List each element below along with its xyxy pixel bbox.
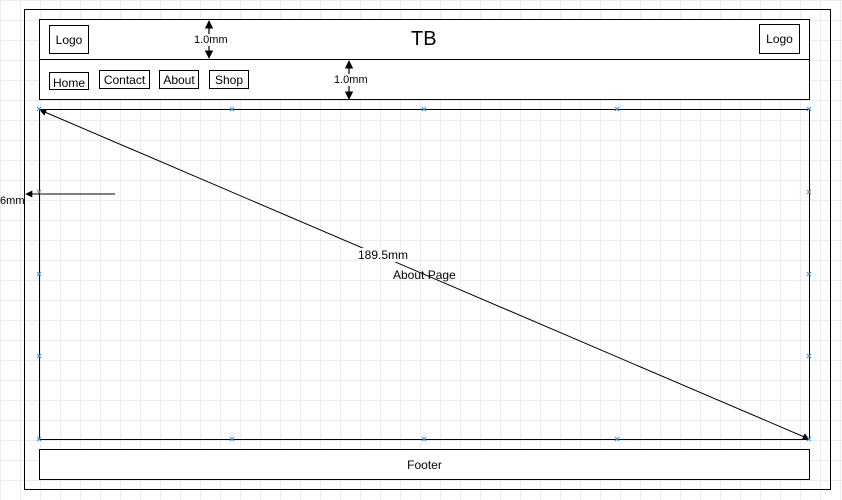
- selection-handles: [36, 106, 812, 442]
- nav-home[interactable]: Home: [49, 72, 89, 90]
- nav-shop[interactable]: Shop: [209, 70, 249, 89]
- logo-right[interactable]: Logo: [759, 24, 800, 54]
- nav-contact[interactable]: Contact: [99, 70, 150, 89]
- header-gap-label: 1.0mm: [194, 34, 228, 46]
- page-frame: [24, 9, 831, 490]
- footer-bar: Footer: [39, 449, 810, 480]
- about-page-label: About Page: [393, 268, 456, 282]
- nav-about[interactable]: About: [159, 70, 199, 89]
- nav-gap-label: 1.0mm: [334, 74, 368, 86]
- header-title: TB: [411, 28, 437, 50]
- logo-left[interactable]: Logo: [49, 25, 89, 54]
- diagonal-label: 189.5mm: [357, 248, 410, 262]
- diagonal-arrow: [39, 109, 810, 440]
- left-offset-label: .6mm: [0, 195, 25, 207]
- nav-bar: [39, 59, 810, 100]
